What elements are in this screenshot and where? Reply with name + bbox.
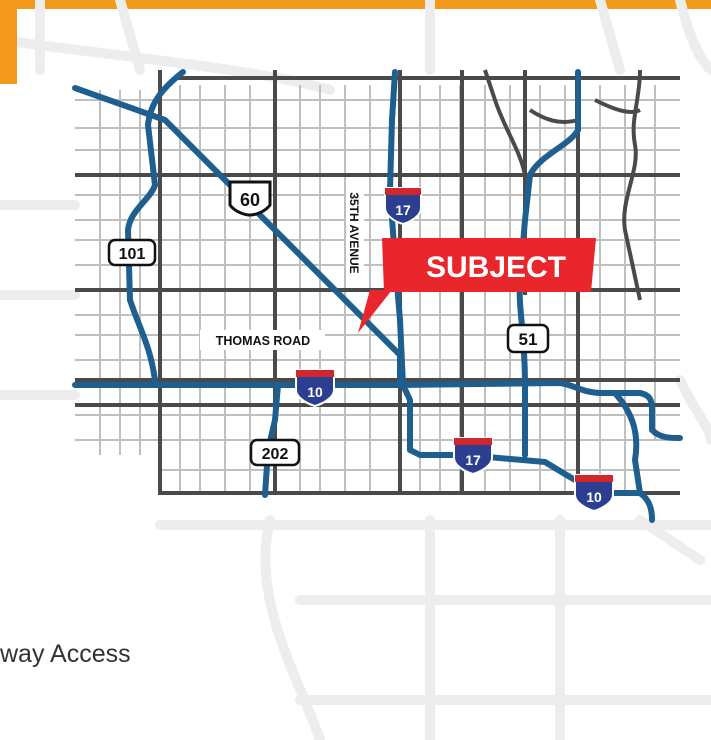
freeway-access-caption: way Access <box>0 640 131 668</box>
sr51-shield: 51 <box>506 323 550 354</box>
us60-shield: 60 <box>228 180 272 217</box>
top-accent-bar <box>0 0 711 9</box>
i10-west-shield: 10 <box>295 369 335 408</box>
svg-text:60: 60 <box>240 190 260 210</box>
i17-south-shield: 17 <box>453 437 493 476</box>
i17-north-shield: 17 <box>384 187 422 226</box>
svg-text:10: 10 <box>586 489 602 505</box>
35th-avenue-label: 35TH AVENUE <box>347 192 361 273</box>
subject-label: SUBJECT <box>426 251 566 284</box>
street-labels: THOMAS ROAD 35TH AVENUE <box>200 178 364 350</box>
orange-side-tab <box>0 0 17 84</box>
subject-callout: SUBJECT <box>358 238 596 333</box>
loop101-shield: 101 <box>107 238 157 267</box>
arterial-roads <box>75 69 680 495</box>
svg-text:202: 202 <box>262 446 289 463</box>
loop202-shield: 202 <box>249 438 301 467</box>
svg-text:101: 101 <box>119 246 146 263</box>
svg-text:17: 17 <box>465 452 481 468</box>
i10-east-shield: 10 <box>574 474 614 513</box>
svg-text:51: 51 <box>519 330 538 349</box>
svg-text:10: 10 <box>307 384 323 400</box>
svg-text:17: 17 <box>395 202 411 218</box>
thomas-road-label: THOMAS ROAD <box>216 334 310 348</box>
